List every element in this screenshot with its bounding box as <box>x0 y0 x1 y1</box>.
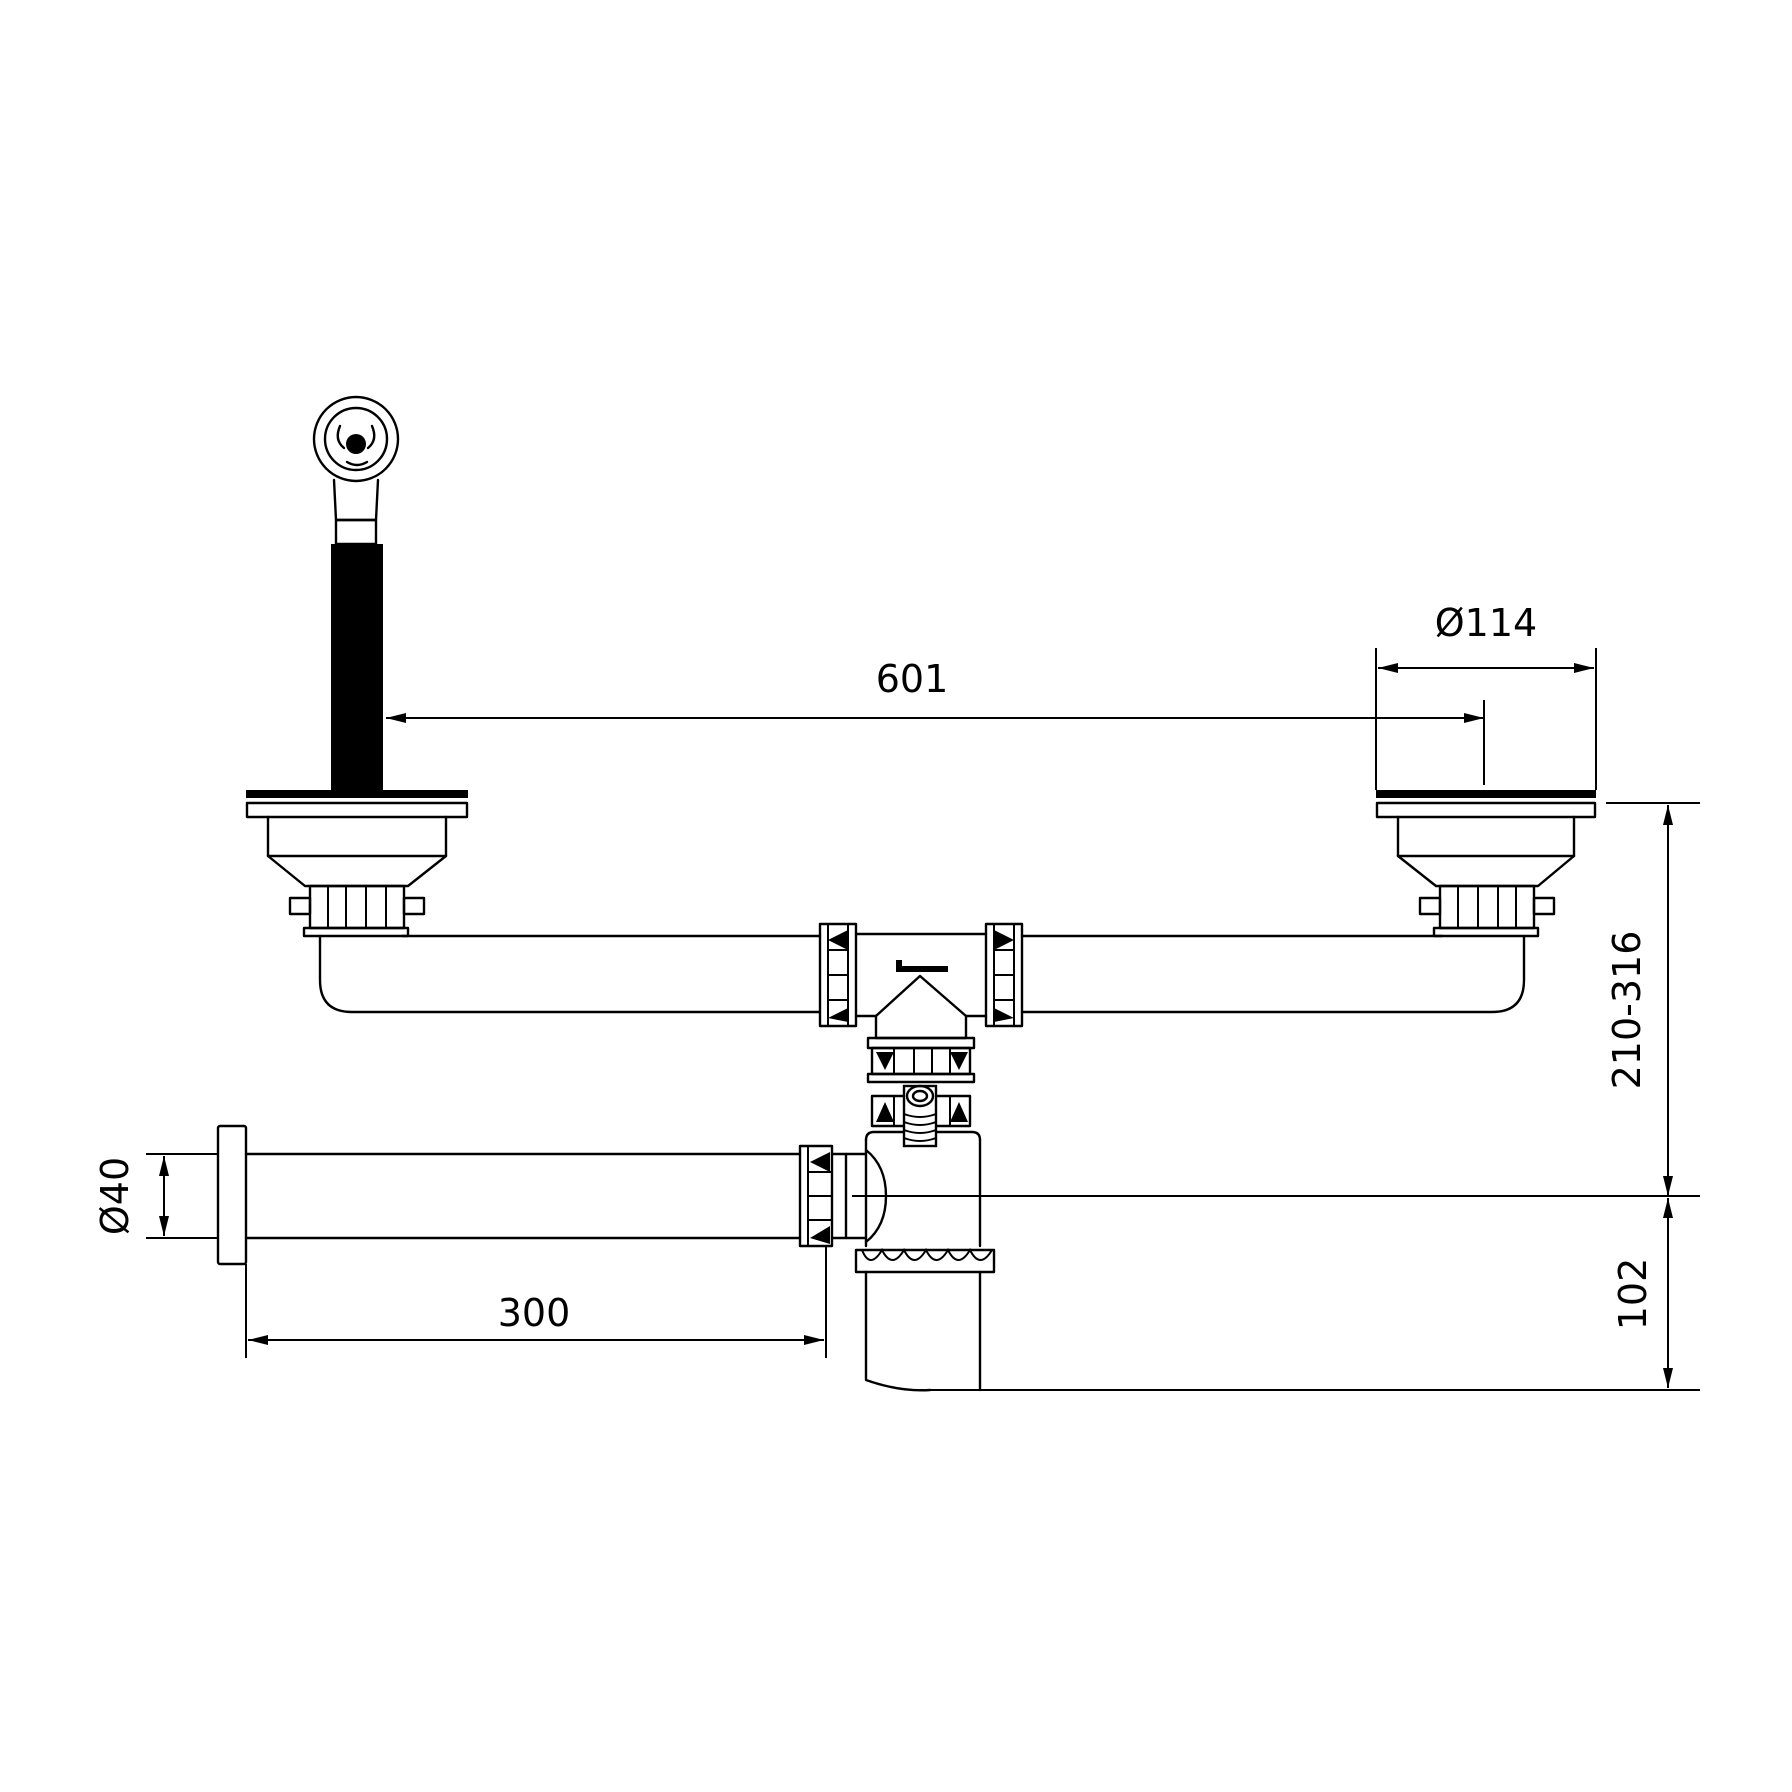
dim-outlet-spacing: 601 <box>876 657 949 701</box>
dim-outlet-diameter: Ø114 <box>1435 601 1537 645</box>
threaded-nipple <box>902 1084 938 1148</box>
right-strainer-assembly <box>1375 790 1597 938</box>
overflow-rod <box>331 544 383 796</box>
trap-assembly <box>854 1036 996 1392</box>
right-strainer-plate <box>1376 790 1596 798</box>
t-junction <box>818 922 1024 1040</box>
right-strainer-nut <box>1438 884 1536 930</box>
dim-height-range: 210-316 <box>1605 931 1649 1090</box>
dimension-lines <box>146 648 1700 1391</box>
outlet-pipe <box>216 1124 868 1266</box>
dim-pipe-length: 300 <box>498 1291 571 1335</box>
dim-trap-depth: 102 <box>1611 1258 1655 1331</box>
left-strainer-assembly <box>245 395 469 938</box>
left-strainer-nut <box>308 884 406 930</box>
connecting-pipe <box>318 934 1526 1014</box>
left-strainer-plate <box>246 790 468 798</box>
overflow-knob-icon <box>312 395 400 483</box>
dim-pipe-diameter: Ø40 <box>93 1157 137 1235</box>
